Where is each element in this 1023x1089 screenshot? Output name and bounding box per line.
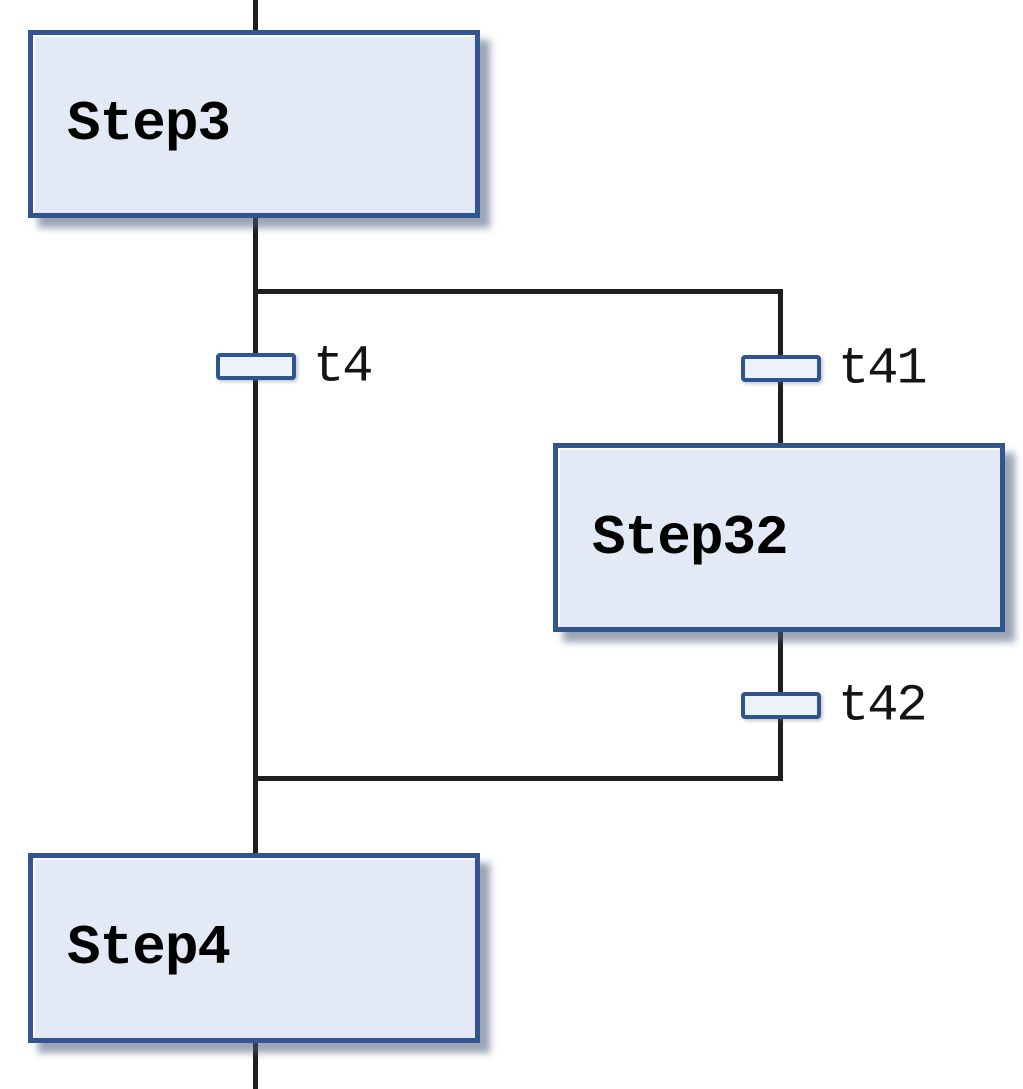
transition-bar-t4[interactable] [216,353,296,380]
step-label-step32: Step32 [592,505,789,570]
step-box-step32[interactable]: Step32 [553,443,1005,632]
step-label-step4: Step4 [67,916,231,980]
step-box-step3[interactable]: Step3 [28,30,480,218]
transition-bar-t42[interactable] [741,692,821,719]
step-box-step4[interactable]: Step4 [28,853,480,1043]
branch-diverge-line [253,289,783,294]
flow-line-main-branch [253,214,258,856]
branch-converge-line [253,776,783,781]
flow-line-into-step3 [253,0,258,34]
transition-label-t4: t4 [313,337,373,397]
step-label-step3: Step3 [67,92,231,156]
transition-label-t42: t42 [838,676,928,736]
flow-line-out-of-step4 [253,1040,258,1089]
transition-label-t41: t41 [838,339,928,399]
transition-bar-t41[interactable] [741,355,821,382]
